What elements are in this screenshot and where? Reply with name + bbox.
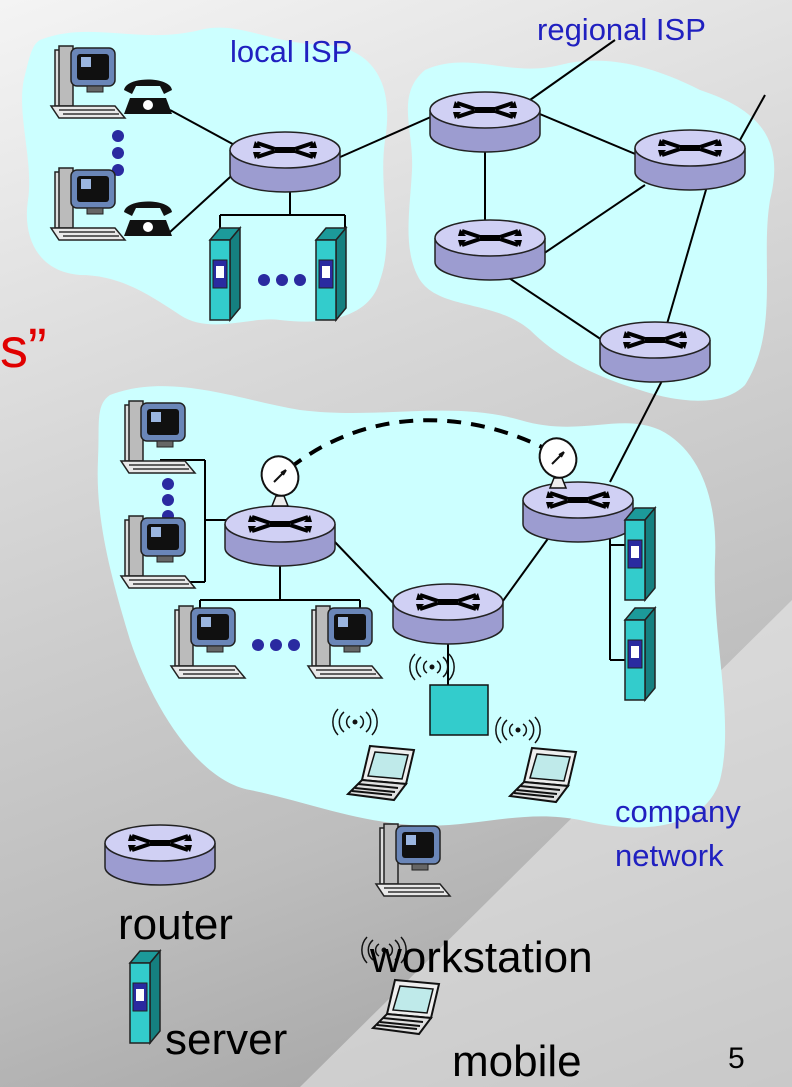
wireless-base-station-icon [429,684,489,736]
company-label: company [615,794,741,829]
legend-workstation-label: workstation [370,933,593,982]
server-icon [315,227,347,321]
server-icon [624,607,656,701]
workstation-icon [120,515,196,589]
legend-server-label: server [165,1015,288,1064]
workstation-icon [170,605,246,679]
router-icon [391,582,505,646]
quote-fragment-text: s” [0,316,47,379]
router-icon [521,480,635,544]
workstation-icon [307,605,383,679]
local-isp-cloud [22,27,388,325]
router-icon [633,128,747,192]
router-icon [228,130,342,194]
workstation-icon [50,45,126,119]
workstation-icon [50,167,126,241]
router-icon [598,320,712,384]
router-icon [433,218,547,282]
local-isp-label: local ISP [230,34,353,69]
server-icon [624,507,656,601]
server-icon [209,227,241,321]
ellipsis-dots [112,130,124,176]
links [160,39,766,685]
page-number: 5 [728,1042,745,1075]
ellipsis-dots [258,274,306,286]
ellipsis-dots [252,639,300,651]
legend-mobile-label: mobile [452,1037,582,1086]
legend-router-icon [103,823,217,887]
regional-isp-label: regional ISP [537,12,706,47]
router-icon [428,90,542,154]
network-label: network [615,838,724,873]
router-icon [223,504,337,568]
ellipsis-dots [162,478,174,522]
legend-workstation-icon [375,823,451,897]
legend-router-label: router [118,900,233,949]
workstation-icon [120,400,196,474]
legend-server-icon [129,950,161,1044]
